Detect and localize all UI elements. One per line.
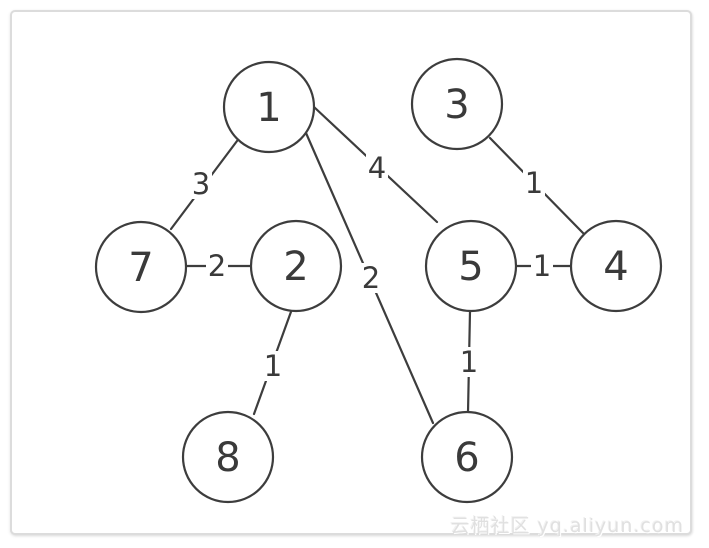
edge-weight-label-1-7: 3 — [192, 167, 210, 201]
edge-weight-label-7-2: 2 — [208, 249, 226, 283]
graph-node-4 — [569, 219, 663, 313]
edge-weight-label-5-6: 1 — [460, 345, 478, 379]
edge-weight-label-5-4: 1 — [533, 249, 551, 283]
edge-weight-label-1-5: 4 — [368, 151, 386, 185]
graph-node-3 — [410, 57, 504, 151]
graph-node-label-6: 6 — [454, 435, 479, 481]
graph-node-label-4: 4 — [603, 244, 628, 290]
edge-weight-label-3-4: 1 — [525, 166, 543, 200]
graph-node-label-5: 5 — [458, 244, 483, 290]
graph-node-label-3: 3 — [444, 82, 469, 128]
edge-label-background — [206, 251, 228, 281]
graph-node-7 — [94, 220, 188, 314]
edge-label-background — [458, 347, 480, 377]
graph-node-8 — [181, 410, 275, 504]
edge-label-background — [531, 251, 553, 281]
graph-node-5 — [424, 219, 518, 313]
graph-node-label-7: 7 — [128, 245, 153, 291]
graph-node-label-2: 2 — [283, 244, 308, 290]
watermark: 云栖社区 yq.aliyun.com — [450, 515, 684, 537]
edge-label-background — [190, 169, 212, 199]
edge-label-background — [262, 351, 284, 381]
graph-node-6 — [420, 410, 514, 504]
edge-weight-label-2-8: 1 — [264, 349, 282, 383]
edge-weight-label-1-6: 2 — [362, 261, 380, 295]
graph-node-1 — [222, 60, 316, 154]
edge-label-background — [360, 263, 382, 293]
graph-node-2 — [249, 219, 343, 313]
graph-node-label-1: 1 — [256, 85, 281, 131]
edge-label-background — [523, 168, 545, 198]
graph-node-label-8: 8 — [215, 435, 240, 481]
edge-label-background — [366, 153, 388, 183]
